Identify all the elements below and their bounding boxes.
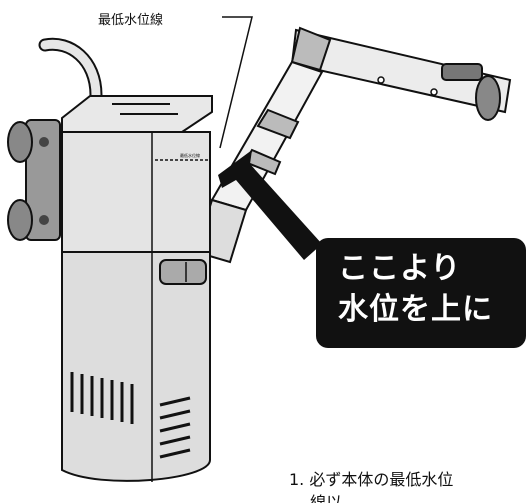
callout-leader [219,16,253,149]
badge-line-1: ここより [338,251,462,286]
badge-line-2: 水位を上に [338,292,493,327]
pipe-elbow [290,26,332,72]
min-water-line-callout: 最低水位線 [98,13,164,28]
left-suction-cups [7,119,61,241]
pipe-suction-cup [441,63,501,121]
pointer-arrow [218,150,322,260]
filter-body [61,95,213,482]
instruction-step-1-cont: 線以 [310,493,343,503]
gauge-label: 最低水位線 [180,152,200,158]
water-level-badge: ここより 水位を上に [316,238,526,348]
instruction-step-1: 1. 必ず本体の最低水位 [289,470,454,489]
